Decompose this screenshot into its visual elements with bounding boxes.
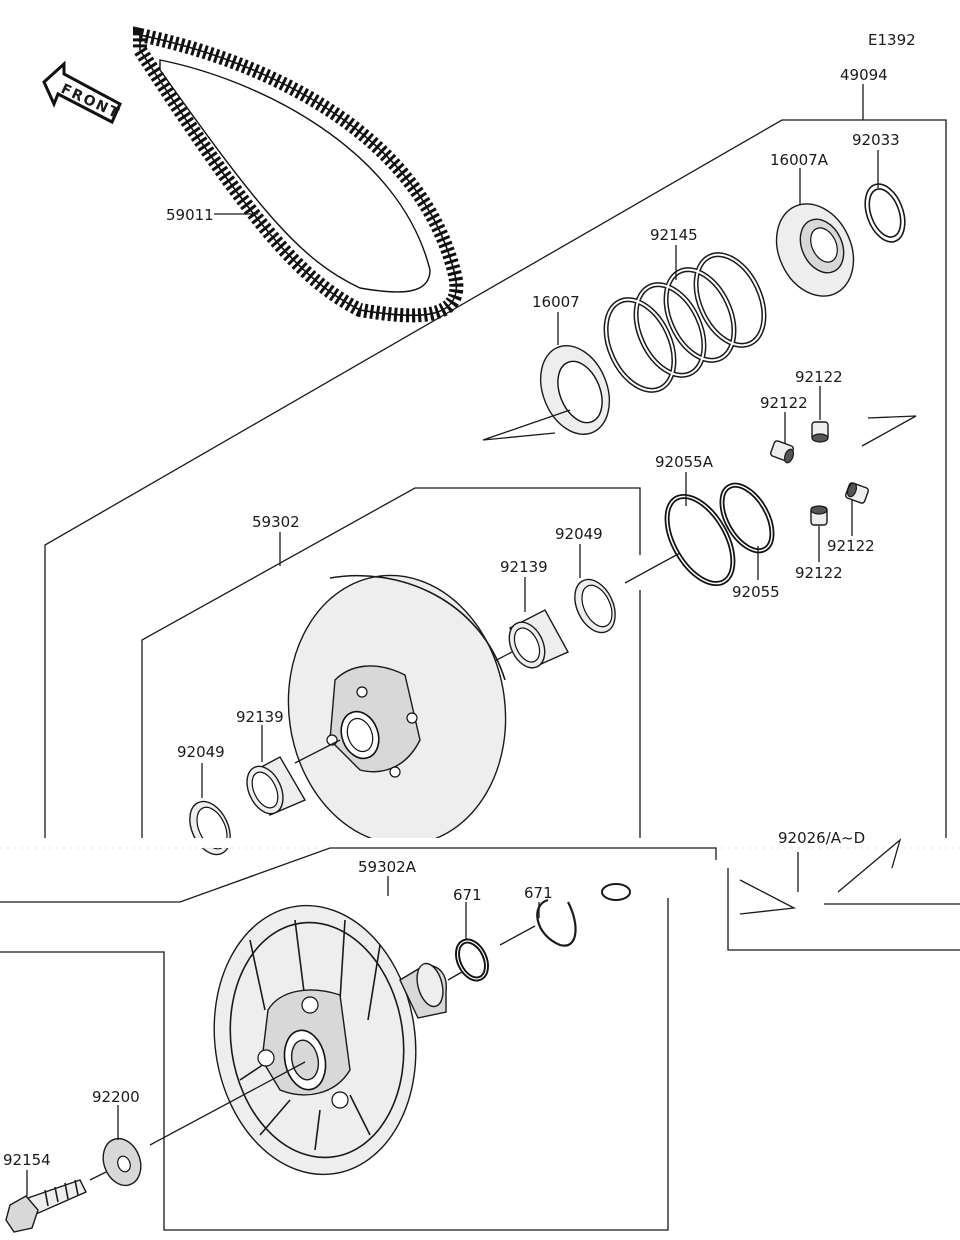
movable-sheave (287, 574, 507, 846)
fixed-sheave (213, 904, 447, 1176)
small-ring (601, 883, 631, 901)
label-92122-b: 92122 (760, 394, 808, 412)
label-92122-c: 92122 (827, 537, 875, 555)
label-16007A: 16007A (770, 151, 829, 169)
assembly-frame (44, 119, 947, 838)
label-671-oring: 671 (453, 886, 482, 904)
label-92200: 92200 (92, 1088, 140, 1106)
circlip-671 (536, 898, 577, 947)
label-671-circlip: 671 (524, 884, 553, 902)
collar-92139-left (246, 756, 307, 816)
label-92049-right: 92049 (555, 525, 603, 543)
label-59302A: 59302A (358, 858, 417, 876)
roller-a (811, 421, 829, 443)
kit-frame (727, 868, 960, 951)
drive-belt (133, 26, 464, 323)
front-arrow-icon: FRONT (42, 60, 123, 125)
label-92026: 92026/A~D (778, 829, 865, 847)
label-59011: 59011 (166, 206, 214, 224)
label-92139-left: 92139 (236, 708, 284, 726)
sheave-frame (141, 487, 641, 838)
label-92055A: 92055A (655, 453, 714, 471)
label-16007: 16007 (532, 293, 580, 311)
label-49094: 49094 (840, 66, 888, 84)
label-59302: 59302 (252, 513, 300, 531)
image-gap-band (0, 838, 960, 848)
label-92055: 92055 (732, 583, 780, 601)
lower-frame-top (0, 847, 717, 903)
label-92049-left: 92049 (177, 743, 225, 761)
roller-b (770, 440, 795, 464)
roller-c (845, 482, 869, 504)
label-92145: 92145 (650, 226, 698, 244)
label-92154: 92154 (3, 1151, 51, 1169)
washer-92200 (102, 1137, 142, 1187)
label-92122-d: 92122 (795, 564, 843, 582)
ring-92033 (864, 183, 906, 243)
label-92122-a: 92122 (795, 368, 843, 386)
label-92139-right: 92139 (500, 558, 548, 576)
spring-92145 (603, 252, 767, 393)
lower-frame (0, 898, 669, 1231)
label-92033: 92033 (852, 131, 900, 149)
collar-92139-right (508, 609, 569, 669)
roller-d (810, 505, 828, 526)
drawing-code: E1392 (868, 31, 916, 49)
bolt-92154 (5, 1179, 87, 1233)
